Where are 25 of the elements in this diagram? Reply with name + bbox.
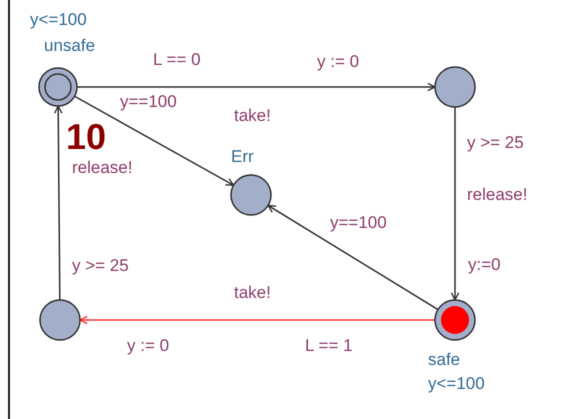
- transition-label: release!: [467, 185, 528, 205]
- transition-label: y := 0: [317, 52, 360, 72]
- transition-label: y:=0: [468, 255, 501, 275]
- transition-label: L == 0: [153, 50, 201, 70]
- transition-arrow: [74, 96, 234, 186]
- transition-label: y==100: [330, 213, 387, 233]
- state-name: unsafe: [44, 36, 96, 56]
- transition-label: L == 1: [305, 336, 353, 356]
- transition-label: y >= 25: [467, 133, 524, 153]
- transition-label: release!: [72, 158, 132, 178]
- step-counter: 10: [66, 118, 106, 156]
- state-name: Err: [231, 147, 254, 167]
- invariant-label: y<=100: [30, 10, 87, 30]
- invariant-label: y<=100: [428, 374, 485, 394]
- transition-label: y := 0: [127, 336, 170, 356]
- transition-arrow: [450, 107, 460, 301]
- transition-arrow: [54, 105, 62, 300]
- state-name: safe: [428, 350, 460, 370]
- transition-label: y >= 25: [72, 256, 129, 276]
- transition-label: take!: [234, 283, 271, 303]
- transition-arrow: [77, 82, 436, 92]
- transition-arrow: [79, 316, 435, 324]
- transition-arrow: [267, 204, 438, 310]
- transition-label: take!: [234, 106, 271, 126]
- transition-label: y==100: [120, 92, 177, 112]
